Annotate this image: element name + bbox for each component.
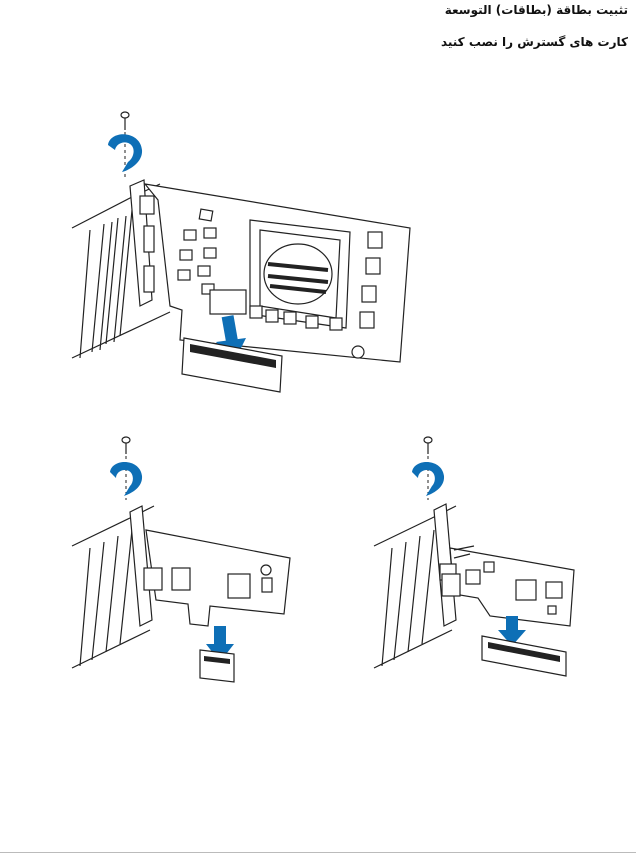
graphics-card: [130, 180, 410, 362]
expansion-card: [130, 506, 290, 626]
footer-divider: [0, 852, 636, 853]
short-card-install-illustration: [370, 430, 610, 690]
low-profile-card-install-illustration: [70, 430, 310, 690]
pcie-x1-slot: [200, 650, 234, 682]
rotate-arrow-icon: [110, 462, 142, 496]
expansion-card: [434, 504, 574, 626]
heading-arabic: تثبيت بطاقة (بطاقات) التوسعة: [445, 3, 628, 17]
rotate-arrow-icon: [412, 462, 444, 496]
graphics-card-install-illustration: [70, 100, 430, 400]
heading-persian: کارت های گسترش را نصب کنید: [441, 35, 628, 49]
case-slots: [72, 184, 170, 358]
rotate-arrow-icon: [108, 134, 142, 172]
pcie-slot: [482, 636, 566, 676]
